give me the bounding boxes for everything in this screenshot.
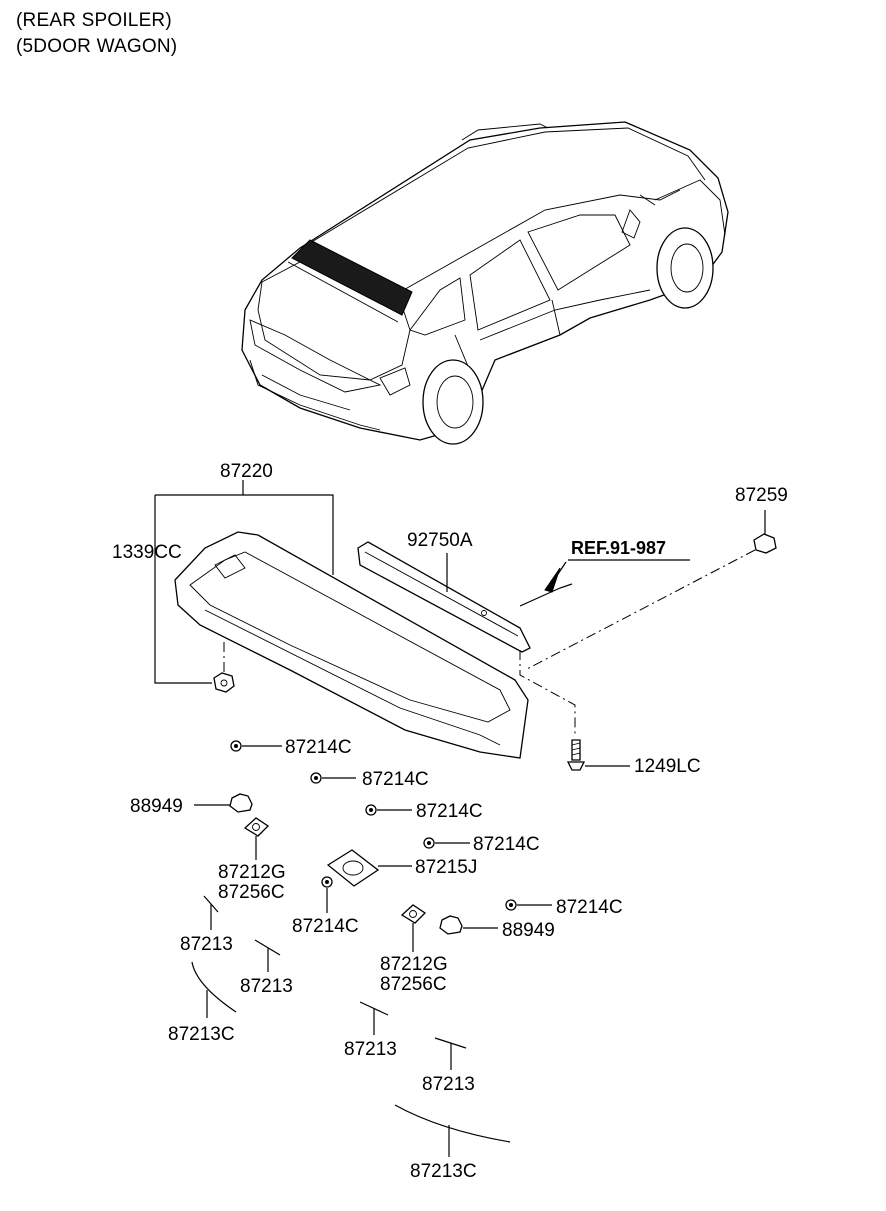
label-92750a: 92750A xyxy=(407,530,473,551)
label-1339cc: 1339CC xyxy=(112,542,182,563)
label-88949-left: 88949 xyxy=(130,796,183,817)
diagram-title-line-1: (REAR SPOILER) xyxy=(16,10,172,31)
label-87213c-right: 87213C xyxy=(410,1161,477,1182)
label-1249lc: 1249LC xyxy=(634,756,701,777)
clip-e xyxy=(321,876,333,913)
bumper-right xyxy=(439,915,498,935)
label-87256c-left: 87256C xyxy=(218,882,285,903)
label-88949-right: 88949 xyxy=(502,920,555,941)
label-87213-b: 87213 xyxy=(240,976,293,997)
tape-b xyxy=(254,939,281,972)
nut-1339cc xyxy=(213,640,235,693)
clip-f xyxy=(505,899,552,911)
label-87213-c: 87213 xyxy=(344,1039,397,1060)
label-87213-a: 87213 xyxy=(180,934,233,955)
label-ref-91-987: REF.91-987 xyxy=(571,538,666,558)
label-87214c-b: 87214C xyxy=(362,769,429,790)
bumper-left xyxy=(194,793,253,813)
label-87214c-a: 87214C xyxy=(285,737,352,758)
tape-c xyxy=(359,1001,389,1035)
pad-left xyxy=(243,817,270,860)
label-87212g-left: 87212G xyxy=(218,862,286,883)
tape-long-right xyxy=(394,1104,511,1157)
tape-d xyxy=(434,1037,467,1070)
spoiler-assembly xyxy=(174,531,529,759)
clip-c xyxy=(365,804,412,816)
label-87212g-center: 87212G xyxy=(380,954,448,975)
tape-long-left xyxy=(191,961,237,1018)
clip-b xyxy=(310,772,356,784)
car-illustration xyxy=(241,121,729,445)
leader-1339cc xyxy=(154,495,212,684)
label-87220: 87220 xyxy=(220,461,273,482)
bracket-87220 xyxy=(155,494,334,575)
high-mount-stop-lamp xyxy=(357,541,531,653)
tape-a xyxy=(203,895,219,930)
label-87259: 87259 xyxy=(735,485,788,506)
label-87215j: 87215J xyxy=(415,857,477,878)
label-87213c-left: 87213C xyxy=(168,1024,235,1045)
label-87214c-c: 87214C xyxy=(416,801,483,822)
label-87214c-e: 87214C xyxy=(292,916,359,937)
ref-wiring xyxy=(519,559,690,607)
diagram-title-line-2: (5DOOR WAGON) xyxy=(16,36,178,57)
screw-1249lc xyxy=(519,650,630,771)
label-87214c-d: 87214C xyxy=(473,834,540,855)
label-87214c-f: 87214C xyxy=(556,897,623,918)
pad-center xyxy=(400,904,427,952)
clip-a xyxy=(230,740,282,752)
label-87256c-center: 87256C xyxy=(380,974,447,995)
gasket-87215j xyxy=(326,849,412,887)
label-87213-d: 87213 xyxy=(422,1074,475,1095)
cap-87259 xyxy=(524,510,777,671)
clip-d xyxy=(423,837,470,849)
